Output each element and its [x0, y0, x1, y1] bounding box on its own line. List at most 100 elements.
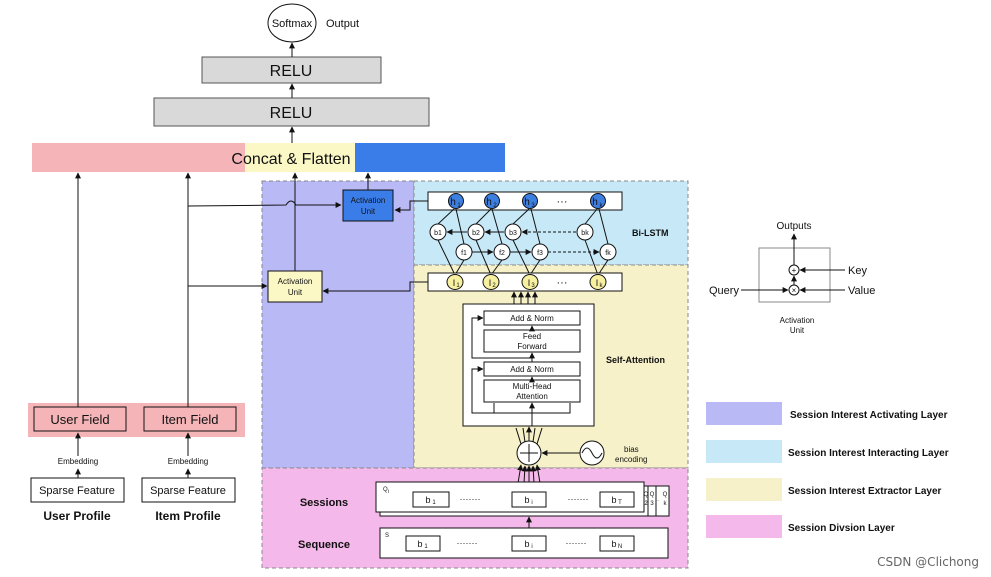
legend-swatch-activating [706, 402, 782, 425]
relu-top-label: RELU [270, 63, 313, 80]
sequence-label: Sequence [298, 539, 350, 551]
forward-fk: fk [605, 250, 611, 257]
multi-head-line1: Multi-Head [513, 382, 552, 391]
relu-mid-label: RELU [270, 105, 313, 122]
feed-forward-line2: Forward [517, 342, 546, 351]
au-plus-symbol: + [792, 266, 797, 275]
svg-text:I: I [453, 278, 456, 288]
session-q-sub: i [388, 489, 389, 495]
relu-top-box [201, 56, 382, 84]
sessions-label: Sessions [300, 497, 348, 509]
interest-ellipsis: ··· [557, 277, 568, 289]
feed-forward-line1: Feed [523, 332, 541, 341]
svg-text:2: 2 [492, 283, 496, 289]
svg-text:3: 3 [531, 203, 535, 209]
qk-label: Q [663, 492, 668, 498]
concat-label: Concat & Flatten [231, 151, 350, 168]
concat-blue-segment [355, 143, 505, 172]
add-norm-top-box [483, 310, 581, 326]
backward-b3: b3 [509, 230, 517, 237]
line-user-to-top-activation [187, 200, 342, 208]
transformer-to-interest-arrows [511, 291, 538, 304]
watermark: CSDN @Clichong [877, 555, 979, 569]
activation-unit-top-line1: Activation [351, 196, 386, 205]
bias-label-line2: encoding [615, 455, 647, 464]
line-interest-to-bottom-activation [322, 281, 428, 294]
bias-wave [581, 447, 603, 459]
sequence-b1-sub: 1 [424, 544, 428, 550]
interest-i2: I 2 [482, 274, 500, 290]
user-profile-label: User Profile [43, 509, 111, 523]
au-value-label: Value [848, 285, 875, 297]
interest-i3: I 3 [521, 274, 539, 290]
user-field-box [33, 406, 127, 432]
q3-label: Q [650, 492, 655, 498]
bilstm-label: Bi-LSTM [632, 228, 669, 238]
sparse-feature-item-box [141, 477, 236, 503]
sequence-bN-box [599, 535, 635, 552]
session-q-label: Q [383, 487, 388, 493]
svg-text:I: I [528, 278, 531, 288]
au-caption-line1: Activation [780, 316, 815, 325]
hidden-h2: h 2 [484, 193, 500, 209]
concat-yellow-segment [245, 143, 355, 172]
session-bi-box [511, 491, 547, 508]
session-to-sum-arrows [517, 464, 541, 484]
sum-fan-lines [515, 427, 543, 445]
multi-head-line2: Attention [516, 392, 548, 401]
session-bT-box [599, 491, 635, 508]
backward-b1: b1 [434, 230, 442, 237]
sequence-bi-sub: i [531, 544, 532, 550]
line-hidden-to-top-activation [394, 200, 428, 213]
session-dots-2: ······· [568, 494, 589, 504]
svg-text:1: 1 [457, 203, 461, 209]
item-profile-label: Item Profile [155, 509, 221, 523]
svg-text:h: h [486, 197, 492, 208]
svg-text:2: 2 [493, 203, 497, 209]
embedding-item-label: Embedding [168, 457, 208, 466]
self-attention-label: Self-Attention [606, 355, 665, 365]
sequence-dots-1: ······· [457, 538, 478, 548]
interest-ik: I k [589, 274, 607, 290]
legend-swatch-interacting [706, 440, 782, 463]
activation-unit-top [342, 189, 394, 222]
legend-label-interacting: Session Interest Interacting Layer [788, 448, 949, 459]
add-norm-bottom-label: Add & Norm [510, 365, 554, 374]
activation-unit-bottom [267, 270, 323, 303]
add-norm-top-label: Add & Norm [510, 314, 554, 323]
lstm-connections [437, 208, 609, 276]
backward-bk: bk [581, 230, 589, 237]
activating-layer-region [261, 180, 415, 469]
svg-text:h: h [592, 197, 598, 208]
forward-f2: f2 [499, 250, 505, 257]
q2-label: Q [644, 492, 649, 498]
svg-text:I: I [489, 278, 492, 288]
au-times-symbol: × [792, 286, 797, 295]
lstm-forward-cells: f1 f2 f3 fk [455, 243, 617, 261]
softmax-label: Softmax [272, 18, 313, 30]
sparse-feature-user-box [30, 477, 125, 503]
embedding-user-label: Embedding [58, 457, 98, 466]
session-bT-sub: T [618, 500, 622, 506]
session-b1-box [412, 491, 450, 508]
forward-f3: f3 [537, 250, 543, 257]
item-field-box [143, 406, 237, 432]
session-b1-sub: 1 [432, 500, 436, 506]
hidden-hk: h k [590, 193, 606, 209]
legend: Session Interest Activating Layer Sessio… [706, 402, 949, 538]
svg-text:1: 1 [456, 283, 460, 289]
svg-text:k: k [600, 203, 604, 209]
user-field-label: User Field [50, 412, 109, 427]
activation-unit-bottom-line1: Activation [278, 277, 313, 286]
session-dots-1: ······· [460, 494, 481, 504]
hidden-h3: h 3 [522, 193, 538, 209]
legend-swatch-extractor [706, 478, 782, 501]
svg-text:3: 3 [531, 283, 535, 289]
legend-label-activating: Session Interest Activating Layer [790, 410, 948, 421]
legend-label-division: Session Divsion Layer [788, 523, 895, 534]
qk-sub: k [664, 501, 668, 507]
legend-label-extractor: Session Interest Extractor Layer [788, 486, 942, 497]
lstm-backward-cells: b1 b2 b3 bk [429, 223, 594, 241]
transformer-internal-arrows [471, 315, 571, 426]
forward-f1: f1 [461, 250, 467, 257]
